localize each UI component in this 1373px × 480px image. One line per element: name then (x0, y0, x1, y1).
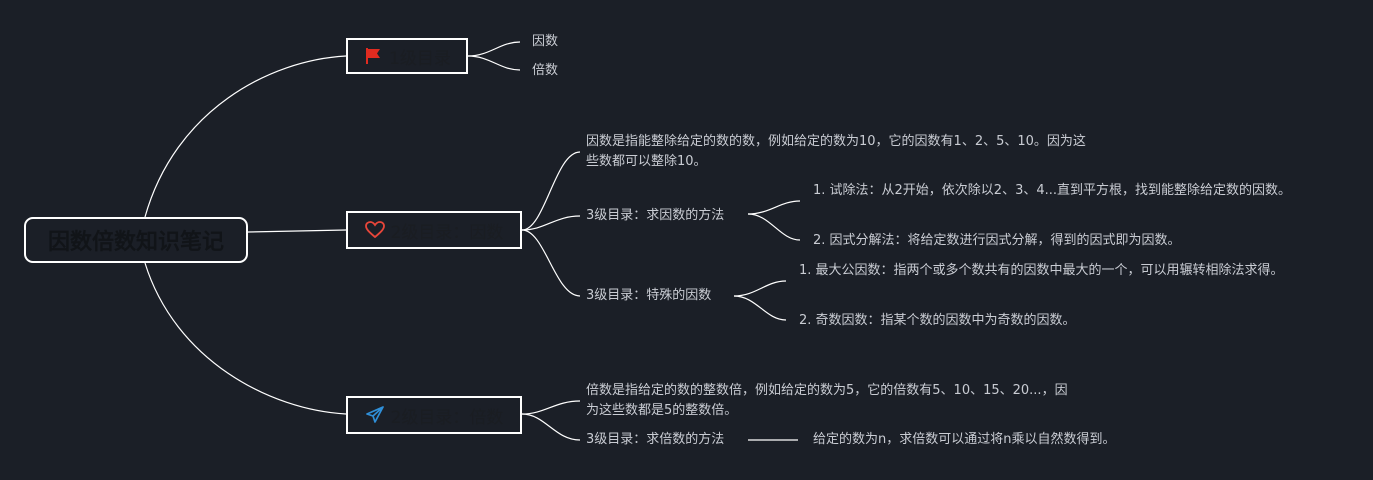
multiple-method-item-1-text: 给定的数为n，求倍数可以通过将n乘以自然数得到。 (813, 432, 1116, 447)
leaf-multiple[interactable]: 倍数 (532, 61, 558, 81)
branch-multiple-label: 2级目录：倍数 (390, 407, 504, 428)
multiple-method-topic[interactable]: 3级目录：求倍数的方法 (586, 430, 724, 450)
root-topic[interactable]: 因数倍数知识笔记 (24, 217, 248, 263)
connector-root-branch3 (144, 262, 347, 415)
special-factor-topic[interactable]: 3级目录：特殊的因数 (586, 286, 711, 306)
leaf-factor[interactable]: 因数 (532, 32, 558, 52)
connector-b2-sub2 (521, 229, 581, 297)
factor-method-topic[interactable]: 3级目录：求因数的方法 (586, 206, 724, 226)
branch-level1[interactable]: 1级目录 (346, 38, 468, 74)
connector-b2-def (521, 151, 581, 231)
special-factor-item-2[interactable]: 2. 奇数因数：指某个数的因数中为奇数的因数。 (799, 311, 1076, 331)
red-flag-icon (363, 46, 383, 66)
connector-root-branch2 (247, 229, 347, 233)
special-factor-item-1[interactable]: 1. 最大公因数：指两个或多个数共有的因数中最大的一个，可以用辗转相除法求得。 (799, 261, 1294, 281)
branch-factor[interactable]: 2级目录：因数 (346, 211, 522, 249)
leaf-factor-label: 因数 (532, 34, 559, 49)
special-factor-item-2-text: 2. 奇数因数：指某个数的因数中为奇数的因数。 (799, 313, 1076, 328)
connector-sub2-item2 (733, 295, 787, 321)
multiple-definition-text: 倍数是指给定的数的整数倍，例如给定的数为5，它的倍数有5、10、15、20...… (586, 383, 1068, 418)
factor-definition-text: 因数是指能整除给定的数的数，例如给定的数为10，它的因数有1、2、5、10。因为… (586, 134, 1086, 169)
branch-factor-label: 2级目录：因数 (390, 222, 504, 243)
factor-method-item-2-text: 2. 因式分解法：将给定数进行因式分解，得到的因式即为因数。 (813, 233, 1181, 248)
connector-b3-def (521, 400, 581, 415)
factor-definition[interactable]: 因数是指能整除给定的数的数，例如给定的数为10，它的因数有1、2、5、10。因为… (586, 132, 1096, 172)
special-factor-item-1-text: 1. 最大公因数：指两个或多个数共有的因数中最大的一个，可以用辗转相除法求得。 (799, 263, 1284, 278)
branch-multiple[interactable]: 2级目录：倍数 (346, 396, 522, 434)
connector-b1-leaf1 (467, 41, 521, 57)
connector-b2-sub1 (521, 215, 581, 231)
factor-method-item-2[interactable]: 2. 因式分解法：将给定数进行因式分解，得到的因式即为因数。 (813, 231, 1181, 251)
factor-method-item-1[interactable]: 1. 试除法：从2开始，依次除以2、3、4...直到平方根，找到能整除给定数的因… (813, 181, 1293, 201)
heart-icon (364, 220, 385, 240)
connector-sub2-item1 (733, 280, 787, 297)
connector-b1-leaf2 (467, 55, 521, 71)
connector-root-branch1 (144, 55, 347, 218)
root-title: 因数倍数知识笔记 (47, 230, 224, 255)
multiple-method-item-1[interactable]: 给定的数为n，求倍数可以通过将n乘以自然数得到。 (813, 430, 1115, 450)
connector-sub1-item1 (747, 200, 801, 215)
factor-method-item-1-text: 1. 试除法：从2开始，依次除以2、3、4...直到平方根，找到能整除给定数的因… (813, 183, 1292, 198)
branch-level1-label: 1级目录 (389, 48, 451, 69)
connector-sub1-item2 (747, 213, 801, 241)
multiple-method-label: 3级目录：求倍数的方法 (586, 432, 725, 447)
connector-b3-sub1 (521, 413, 581, 441)
paper-plane-icon (365, 405, 385, 425)
multiple-definition[interactable]: 倍数是指给定的数的整数倍，例如给定的数为5，它的倍数有5、10、15、20...… (586, 381, 1076, 421)
leaf-multiple-label: 倍数 (532, 63, 559, 78)
factor-method-label: 3级目录：求因数的方法 (586, 208, 725, 223)
special-factor-label: 3级目录：特殊的因数 (586, 288, 712, 303)
